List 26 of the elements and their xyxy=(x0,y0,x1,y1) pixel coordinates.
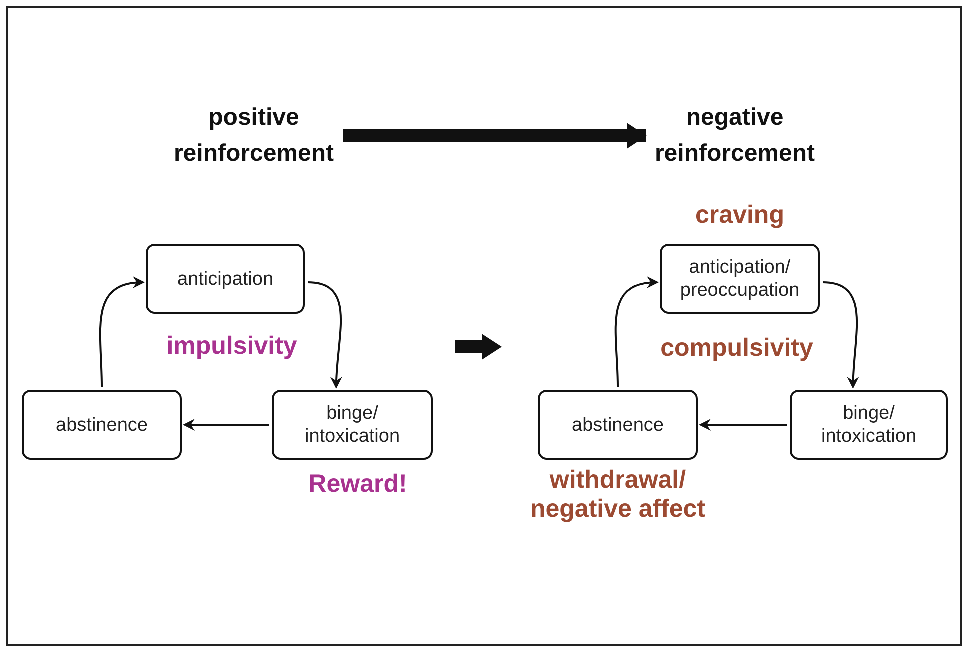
box-label: anticipation xyxy=(176,268,275,290)
arrow xyxy=(614,277,659,388)
process-box xyxy=(538,390,698,460)
process-box xyxy=(22,390,182,460)
arrow xyxy=(183,419,269,431)
annotation-text: withdrawal/ negative affect xyxy=(529,466,707,524)
heading-text: positive reinforcement xyxy=(168,100,340,172)
box-label: abstinence xyxy=(55,414,149,436)
arrow xyxy=(343,123,647,149)
box-label: abstinence xyxy=(571,414,665,436)
arrow xyxy=(308,282,343,389)
box-label: anticipation/ preoccupation xyxy=(679,256,801,302)
box-label: binge/ intoxication xyxy=(304,402,402,448)
annotation-text: Reward! xyxy=(308,470,408,499)
arrow xyxy=(99,277,145,388)
arrow xyxy=(699,419,787,431)
process-box xyxy=(660,244,820,314)
process-box xyxy=(790,390,948,460)
heading-text: negative reinforcement xyxy=(649,100,821,172)
box-label: binge/ intoxication xyxy=(820,402,918,448)
process-box xyxy=(272,390,433,460)
annotation-text: craving xyxy=(694,201,786,230)
process-box xyxy=(146,244,305,314)
arrow xyxy=(822,282,860,389)
annotation-text: impulsivity xyxy=(166,332,298,361)
annotation-text: compulsivity xyxy=(660,334,814,363)
